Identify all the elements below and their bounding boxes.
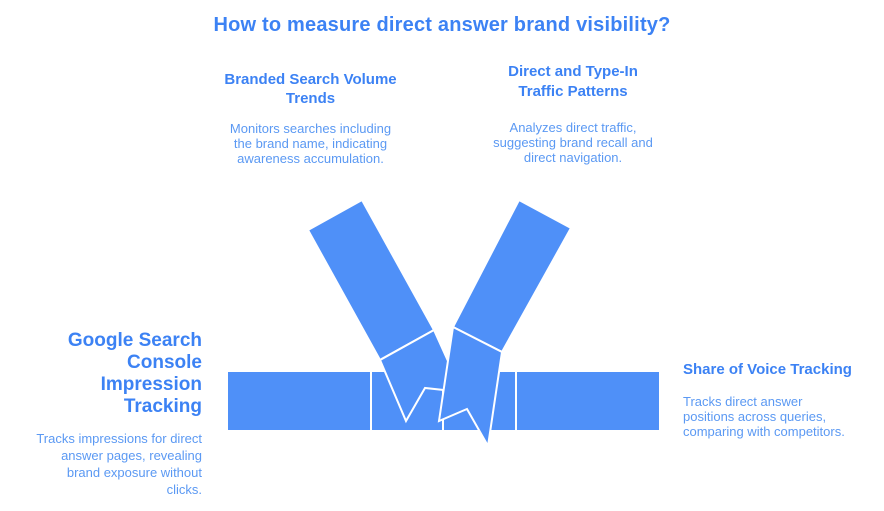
ribbon-top-left-body	[306, 198, 436, 362]
heading-line: Direct and Type-In	[508, 63, 638, 80]
body-line: the brand name, indicating	[233, 136, 388, 151]
body-line: Monitors searches including	[229, 121, 392, 136]
heading-line: Google Search	[67, 330, 202, 351]
body-line: awareness accumulation.	[237, 151, 384, 166]
ribbon-top-right-tip	[437, 325, 504, 450]
body-line: clicks.	[166, 482, 202, 497]
body-line: answer pages, revealing	[61, 448, 202, 463]
heading-line: Tracking	[123, 396, 202, 417]
section-heading: Share of Voice Tracking	[683, 361, 855, 378]
section-gsc-impression-tracking: Google Search Console Impression Trackin…	[22, 330, 202, 498]
section-share-of-voice: Share of Voice Tracking Tracks direct an…	[683, 361, 855, 439]
section-heading: Direct and Type-In Traffic Patterns	[480, 62, 666, 102]
heading-line: Traffic Patterns	[518, 83, 628, 100]
body-line: positions across queries,	[683, 409, 827, 424]
section-heading: Google Search Console Impression Trackin…	[22, 330, 202, 418]
section-heading: Branded Search Volume Trends	[223, 70, 398, 108]
ribbon-top-right-body	[451, 198, 573, 354]
body-line: Tracks impressions for direct	[36, 431, 202, 446]
body-line: Tracks direct answer	[683, 394, 803, 409]
section-body: Tracks impressions for direct answer pag…	[22, 430, 202, 498]
page-title: How to measure direct answer brand visib…	[213, 14, 671, 36]
body-line: suggesting brand recall and	[493, 135, 653, 150]
heading-line: Trends	[285, 90, 336, 107]
body-line: Analyzes direct traffic,	[509, 120, 637, 135]
body-line: comparing with competitors.	[683, 424, 845, 439]
body-line: direct navigation.	[523, 150, 623, 165]
heading-line: Share of Voice Tracking	[683, 361, 852, 378]
heading-line: Console Impression	[100, 352, 202, 395]
body-line: brand exposure without	[66, 465, 202, 480]
heading-line: Branded Search Volume	[224, 71, 397, 88]
section-body: Analyzes direct traffic, suggesting bran…	[480, 120, 666, 165]
section-body: Tracks direct answer positions across qu…	[683, 394, 855, 439]
section-direct-type-in-traffic: Direct and Type-In Traffic Patterns Anal…	[480, 62, 666, 165]
section-branded-search-volume: Branded Search Volume Trends Monitors se…	[223, 70, 398, 166]
section-body: Monitors searches including the brand na…	[223, 121, 398, 166]
